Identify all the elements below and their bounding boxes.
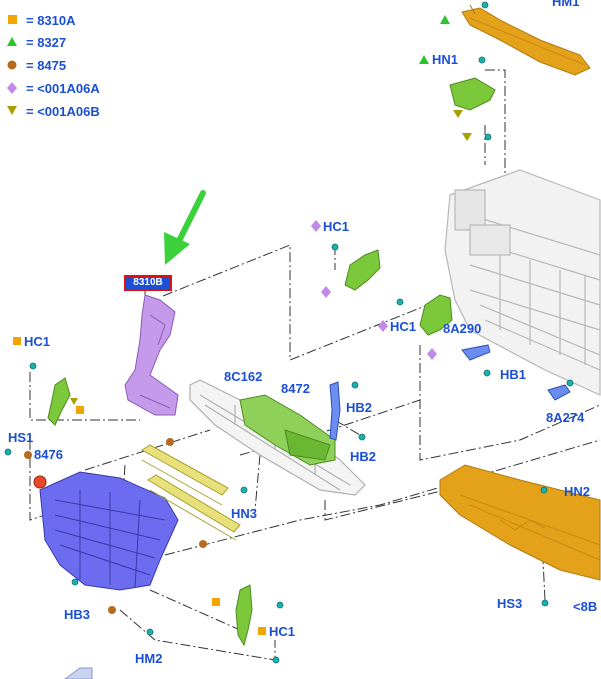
label-hb2-b[interactable]: HB2 [350, 449, 377, 464]
legend-label: = 8327 [26, 34, 67, 50]
label-hb2-a[interactable]: HB2 [346, 400, 373, 415]
marker-8327 [440, 15, 450, 24]
label-hc1-top[interactable]: HC1 [323, 219, 350, 234]
legend-label: = <001A06A [26, 80, 100, 96]
label-8a290[interactable]: 8A290 [443, 321, 482, 336]
upper-air-deflector [461, 4, 591, 76]
label-hc1-left[interactable]: HC1 [24, 334, 51, 349]
legend-item-001a06b: = <001A06B [26, 101, 100, 121]
label-hn3[interactable]: HN3 [231, 506, 258, 521]
legend-label: = 8475 [26, 57, 67, 73]
green-brackets [47, 77, 496, 647]
label-8476[interactable]: 8476 [34, 447, 63, 462]
fastener-hm1 [481, 1, 489, 9]
label-hc1-bottom[interactable]: HC1 [269, 624, 296, 639]
label-8a274[interactable]: 8A274 [546, 410, 585, 425]
corner-glyph [64, 667, 93, 679]
brown-circle-icon [7, 60, 17, 70]
label-hm2[interactable]: HM2 [135, 651, 163, 666]
bracket-8472 [329, 381, 341, 441]
legend-item-001a06a: = <001A06A [26, 78, 100, 98]
bracket-hc1-top [344, 249, 381, 291]
seal-upper [141, 444, 229, 496]
fastener-hs3 [541, 599, 549, 607]
bracket-hn1 [449, 77, 496, 111]
inline-markers [13, 15, 472, 635]
pointer-arrow [164, 190, 206, 265]
label-8472[interactable]: 8472 [281, 381, 310, 396]
bracket-8a290 [461, 344, 491, 361]
fastener-hb1 [483, 369, 491, 377]
green-triangle-icon [7, 37, 17, 46]
fastener-hn3 [240, 486, 248, 494]
marker-001a06b [453, 110, 463, 118]
label-hn1[interactable]: HN1 [432, 52, 459, 67]
label-hb3[interactable]: HB3 [64, 607, 91, 622]
fastener-hb3 [71, 578, 79, 586]
bracket-hc1-mid [419, 294, 453, 336]
marker-001a06a [311, 220, 321, 232]
legend-label: = 8310A [26, 12, 76, 28]
label-hc1-mid[interactable]: HC1 [390, 319, 417, 334]
label-hs3[interactable]: HS3 [497, 596, 523, 611]
grille-shutter-assembly [39, 471, 179, 591]
label-hn2[interactable]: HN2 [564, 484, 591, 499]
legend-item-8327: = 8327 [26, 32, 66, 52]
fasteners [4, 1, 574, 664]
label-hs1[interactable]: HS1 [8, 430, 34, 445]
fastener-hn2 [540, 486, 548, 494]
label-hb1[interactable]: HB1 [500, 367, 527, 382]
label-8c162[interactable]: 8C162 [224, 369, 263, 384]
legend-label: = <001A06B [26, 103, 100, 119]
olive-triangle-down-icon [7, 106, 17, 115]
seal-lower [147, 474, 241, 533]
purple-diamond-icon [7, 82, 17, 94]
legend-item-8475: = 8475 [26, 55, 66, 75]
lower-splash-shield [439, 464, 601, 581]
highlighted-part-callout[interactable]: 8310B [124, 275, 172, 291]
legend-item-8310a: = 8310A [26, 10, 76, 30]
orange-square-icon [8, 15, 17, 24]
bracket-hc1-bottom [235, 584, 253, 647]
bracket-hc1-left [47, 377, 71, 426]
legend-symbols [7, 15, 17, 115]
air-duct-8310b [124, 294, 179, 416]
blue-brackets [329, 344, 571, 441]
bracket-8a274 [547, 384, 571, 401]
fastener-hm2 [146, 628, 154, 636]
fastener-hn1 [478, 56, 486, 64]
nuts-8475 [108, 438, 207, 614]
label-hm1[interactable]: HM1 [552, 0, 580, 9]
clip-8476 [33, 475, 47, 489]
radiator-support [444, 169, 601, 396]
seal-strips [141, 444, 241, 541]
label-8b-cut[interactable]: <8B [573, 599, 598, 614]
marker-8310a [13, 337, 21, 345]
